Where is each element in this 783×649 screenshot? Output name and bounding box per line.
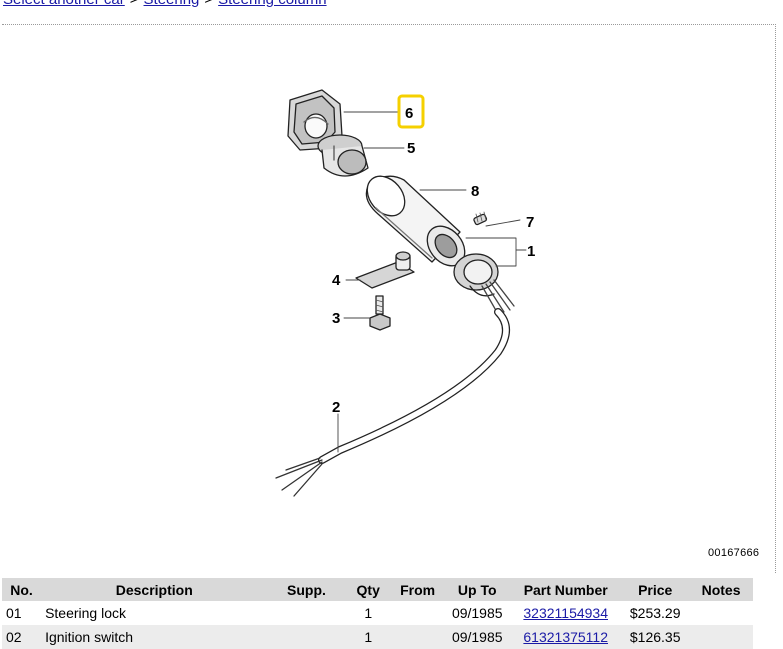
- part-1-ignition-switch-drawing[interactable]: [453, 253, 515, 315]
- cell-qty: 1: [345, 601, 391, 625]
- column-header-notes: Notes: [689, 578, 753, 601]
- breadcrumb-link-steering[interactable]: Steering: [144, 0, 200, 8]
- part-6-grommet-drawing[interactable]: [287, 89, 343, 151]
- part-5-lock-cylinder-drawing[interactable]: [317, 134, 369, 177]
- parts-diagram: 6 5 8 7 1 4 3 2: [275, 89, 535, 497]
- cell-supp: [267, 625, 346, 649]
- column-header-description: Description: [41, 578, 268, 601]
- callout-2[interactable]: 2: [332, 399, 340, 416]
- column-header-price: Price: [621, 578, 690, 601]
- cell-supp: [267, 601, 346, 625]
- callout-6[interactable]: 6: [405, 105, 413, 122]
- parts-table: No. Description Supp. Qty From Up To Par…: [2, 578, 753, 649]
- part-7-screw-drawing[interactable]: [473, 211, 488, 226]
- callout-8[interactable]: 8: [471, 183, 479, 200]
- cell-up-to: 09/1985: [444, 625, 511, 649]
- cell-notes: [689, 601, 753, 625]
- part-number-link[interactable]: 32321154934: [523, 605, 608, 621]
- part-4-bracket-drawing[interactable]: [355, 251, 415, 289]
- callout-1[interactable]: 1: [527, 243, 535, 260]
- column-header-supp: Supp.: [267, 578, 346, 601]
- cell-no: 01: [2, 601, 42, 625]
- diagram-id: 00167666: [708, 547, 760, 559]
- cell-from: [390, 601, 445, 625]
- cell-price: $253.29: [621, 601, 690, 625]
- callout-7[interactable]: 7: [526, 214, 534, 231]
- breadcrumb-separator: >: [125, 0, 144, 8]
- table-row: 02 Ignition switch 1 09/1985 61321375112…: [2, 625, 753, 649]
- cell-notes: [689, 625, 753, 649]
- column-header-qty: Qty: [345, 578, 391, 601]
- cell-part-number: 61321375112: [510, 625, 622, 649]
- column-header-no: No.: [2, 578, 42, 601]
- part-3-bolt-drawing[interactable]: [369, 295, 391, 331]
- cell-qty: 1: [345, 625, 391, 649]
- callout-highlight-box: [397, 94, 425, 129]
- cell-description: Ignition switch: [41, 625, 268, 649]
- part-8-housing-drawing[interactable]: [360, 169, 473, 273]
- cell-from: [390, 625, 445, 649]
- table-header-row: No. Description Supp. Qty From Up To Par…: [2, 578, 753, 601]
- breadcrumb-separator: >: [199, 0, 218, 8]
- cell-description: Steering lock: [41, 601, 268, 625]
- cell-up-to: 09/1985: [444, 601, 511, 625]
- breadcrumb-link-steering-column[interactable]: Steering column: [218, 0, 326, 8]
- cell-price: $126.35: [621, 625, 690, 649]
- breadcrumb-link-select-car[interactable]: Select another car: [3, 0, 125, 8]
- callout-3[interactable]: 3: [332, 310, 340, 327]
- callout-4[interactable]: 4: [332, 272, 341, 289]
- column-header-part-number: Part Number: [510, 578, 622, 601]
- breadcrumb: Select another car>Steering>Steering col…: [3, 0, 327, 8]
- column-header-up-to: Up To: [444, 578, 511, 601]
- column-header-from: From: [390, 578, 445, 601]
- cell-no: 02: [2, 625, 42, 649]
- part-number-link[interactable]: 61321375112: [523, 629, 608, 645]
- part-2-cable-drawing[interactable]: [275, 308, 510, 497]
- callout-5[interactable]: 5: [407, 140, 415, 157]
- cell-part-number: 32321154934: [510, 601, 622, 625]
- table-row: 01 Steering lock 1 09/1985 32321154934 $…: [2, 601, 753, 625]
- parts-diagram-frame: [2, 24, 776, 573]
